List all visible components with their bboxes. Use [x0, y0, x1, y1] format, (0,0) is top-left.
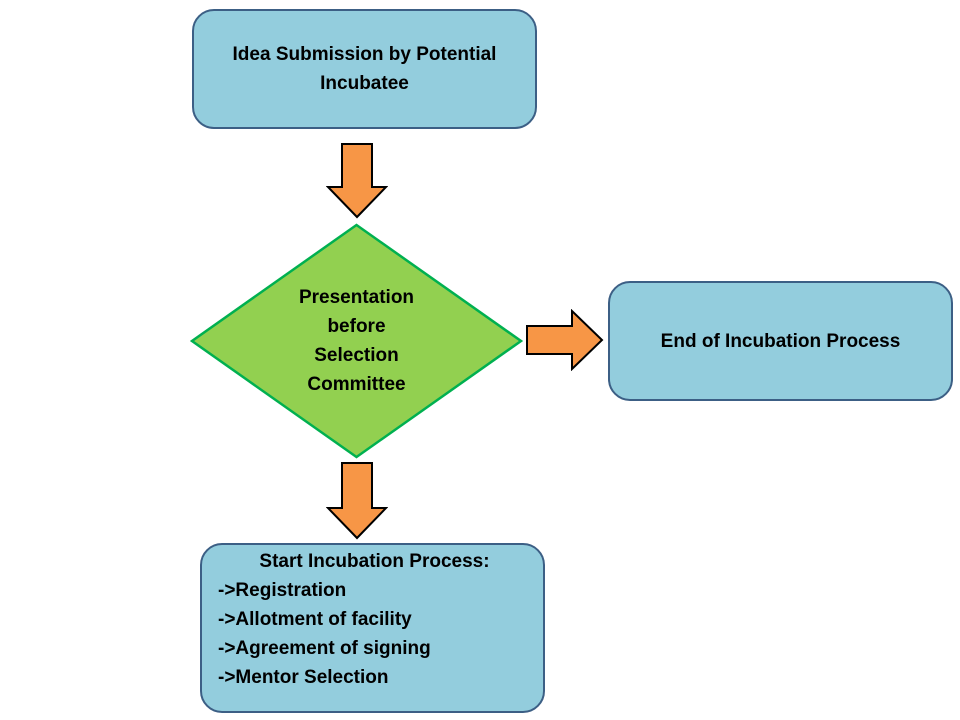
down-arrow-icon	[326, 462, 388, 540]
step-item: ->Agreement of signing	[218, 638, 431, 659]
step-item: ->Registration	[218, 580, 347, 601]
end-process-label: End of Incubation Process	[660, 330, 901, 352]
start-incubation-box: Start Incubation Process: ->Registration…	[200, 543, 545, 713]
decision-diamond	[190, 223, 523, 459]
decision-label: Presentation before Selection Committee	[190, 283, 523, 399]
decision-line: Selection	[314, 345, 399, 366]
step-item: ->Allotment of facility	[218, 609, 412, 630]
idea-submission-label: Idea Submission by Potential Incubatee	[232, 44, 497, 94]
start-incubation-title: Start Incubation Process:	[259, 551, 490, 572]
decision-line: Committee	[307, 374, 406, 395]
right-arrow-icon	[526, 309, 604, 371]
idea-submission-box: Idea Submission by Potential Incubatee	[192, 9, 537, 129]
step-item: ->Mentor Selection	[218, 667, 389, 688]
decision-line: before	[327, 316, 386, 337]
end-process-box: End of Incubation Process	[608, 281, 953, 401]
decision-line: Presentation	[298, 287, 415, 308]
down-arrow-icon	[326, 143, 388, 219]
